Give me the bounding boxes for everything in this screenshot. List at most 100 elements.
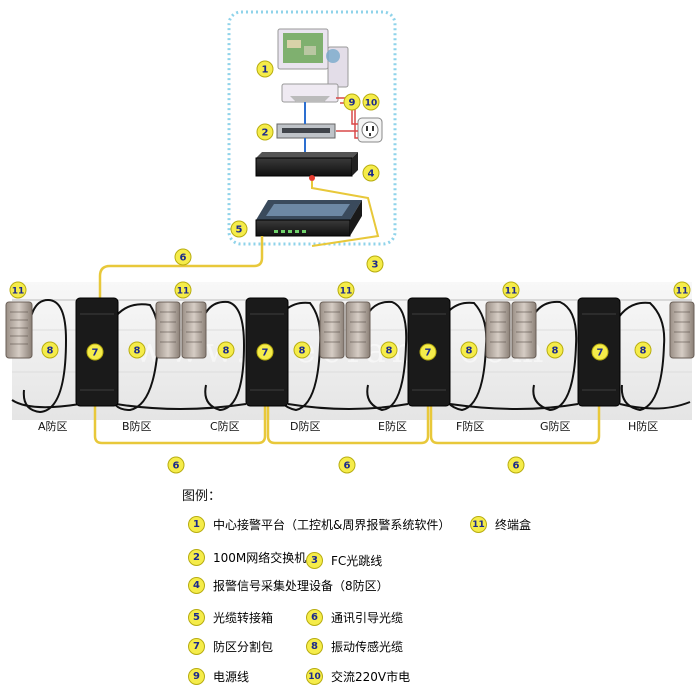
terminal-box: [319, 301, 345, 359]
legend-label: 中心接警平台（工控机&周界报警系统软件）: [213, 518, 451, 532]
control-room-frame: [227, 10, 397, 246]
svg-text:8: 8: [552, 346, 559, 357]
svg-text:11: 11: [676, 287, 689, 297]
lead-cable: [98, 236, 264, 300]
legend-item-8: 8 振动传感光缆: [306, 638, 403, 655]
legend-badge: 8: [306, 638, 323, 655]
svg-text:7: 7: [92, 348, 99, 359]
svg-text:7: 7: [425, 348, 432, 359]
callout-10: 10: [362, 93, 380, 111]
terminal-box: [669, 301, 695, 359]
callout-7-c: 7: [419, 343, 437, 361]
callout-9: 9: [343, 93, 361, 111]
callout-5: 5: [230, 220, 248, 238]
callout-6-right: 6: [507, 456, 525, 474]
callout-11-e: 11: [673, 281, 691, 299]
svg-text:8: 8: [386, 346, 393, 357]
legend-badge: 4: [188, 577, 205, 594]
svg-text:6: 6: [180, 253, 187, 264]
terminal-box: [181, 301, 207, 359]
svg-text:11: 11: [340, 287, 353, 297]
svg-text:6: 6: [173, 461, 180, 472]
legend-label: 光缆转接箱: [213, 611, 274, 625]
callout-8-b: 8: [128, 341, 146, 359]
callout-11-b: 11: [174, 281, 192, 299]
callout-1: 1: [256, 60, 274, 78]
svg-text:8: 8: [640, 346, 647, 357]
svg-text:8: 8: [47, 346, 54, 357]
callout-2: 2: [256, 123, 274, 141]
power-outlet: [357, 117, 383, 143]
callout-8-h: 8: [634, 341, 652, 359]
svg-text:8: 8: [466, 346, 473, 357]
terminal-box: [485, 301, 511, 359]
legend-label: 通讯引导光缆: [331, 611, 404, 625]
svg-text:8: 8: [223, 346, 230, 357]
svg-text:3: 3: [372, 260, 379, 271]
legend-badge: 6: [306, 609, 323, 626]
legend-label: 电源线: [213, 670, 250, 684]
legend-item-7: 7 防区分割包: [188, 638, 273, 655]
legend-item-3: 3 FC光跳线: [306, 552, 382, 569]
legend-badge: 7: [188, 638, 205, 655]
callout-8-a: 8: [41, 341, 59, 359]
legend-badge: 3: [306, 552, 323, 569]
callout-8-d: 8: [293, 341, 311, 359]
legend-label: 交流220V市电: [331, 670, 411, 684]
network-switch: [276, 123, 336, 139]
svg-text:1: 1: [262, 65, 269, 76]
legend-item-5: 5 光缆转接箱: [188, 609, 273, 626]
svg-text:11: 11: [505, 287, 518, 297]
zone-label-c: C防区: [210, 419, 240, 433]
callout-11-c: 11: [337, 281, 355, 299]
zone-label-h: H防区: [628, 419, 658, 433]
legend-label: FC光跳线: [331, 554, 383, 568]
svg-text:11: 11: [177, 287, 190, 297]
zone-label-b: B防区: [122, 419, 152, 433]
svg-text:4: 4: [368, 169, 375, 180]
legend-badge: 10: [306, 668, 323, 685]
svg-text:7: 7: [597, 348, 604, 359]
terminal-box: [155, 301, 181, 359]
zone-label-f: F防区: [456, 419, 484, 433]
pc-workstation: [277, 28, 349, 103]
callout-6-top: 6: [174, 248, 192, 266]
zone-label-e: E防区: [378, 419, 407, 433]
callout-6-mid: 6: [338, 456, 356, 474]
svg-text:11: 11: [12, 287, 25, 297]
legend-label: 100M网络交换机: [213, 551, 307, 565]
lead-cable: [93, 405, 267, 445]
legend-item-1: 1 中心接警平台（工控机&周界报警系统软件）: [188, 516, 450, 533]
zone-label-a: A防区: [38, 419, 68, 433]
legend-item-6: 6 通讯引导光缆: [306, 609, 403, 626]
legend-badge: 5: [188, 609, 205, 626]
svg-text:6: 6: [513, 461, 520, 472]
svg-text:6: 6: [344, 461, 351, 472]
callout-8-g: 8: [546, 341, 564, 359]
legend-item-11: 11 终端盒: [470, 516, 531, 533]
callout-6-left: 6: [167, 456, 185, 474]
legend-title: 图例：: [182, 489, 222, 504]
svg-text:8: 8: [299, 346, 306, 357]
callout-7-a: 7: [86, 343, 104, 361]
callout-11-a: 11: [9, 281, 27, 299]
legend-badge: 11: [470, 516, 487, 533]
svg-text:9: 9: [349, 98, 356, 109]
fc-patch-cord: [311, 181, 380, 247]
legend-label: 报警信号采集处理设备（8防区）: [213, 579, 389, 593]
alarm-processor: [255, 152, 358, 181]
callout-8-c: 8: [217, 341, 235, 359]
legend-label: 防区分割包: [213, 640, 274, 654]
legend-item-9: 9 电源线: [188, 668, 249, 685]
legend-label: 终端盒: [495, 518, 532, 532]
legend-badge: 1: [188, 516, 205, 533]
legend-item-4: 4 报警信号采集处理设备（8防区）: [188, 577, 389, 594]
svg-text:2: 2: [262, 128, 269, 139]
callout-4: 4: [362, 164, 380, 182]
terminal-box: [511, 301, 537, 359]
legend-item-10: 10 交流220V市电: [306, 668, 410, 685]
callout-8-e: 8: [380, 341, 398, 359]
terminal-boxes: [5, 301, 695, 359]
terminal-box: [345, 301, 371, 359]
